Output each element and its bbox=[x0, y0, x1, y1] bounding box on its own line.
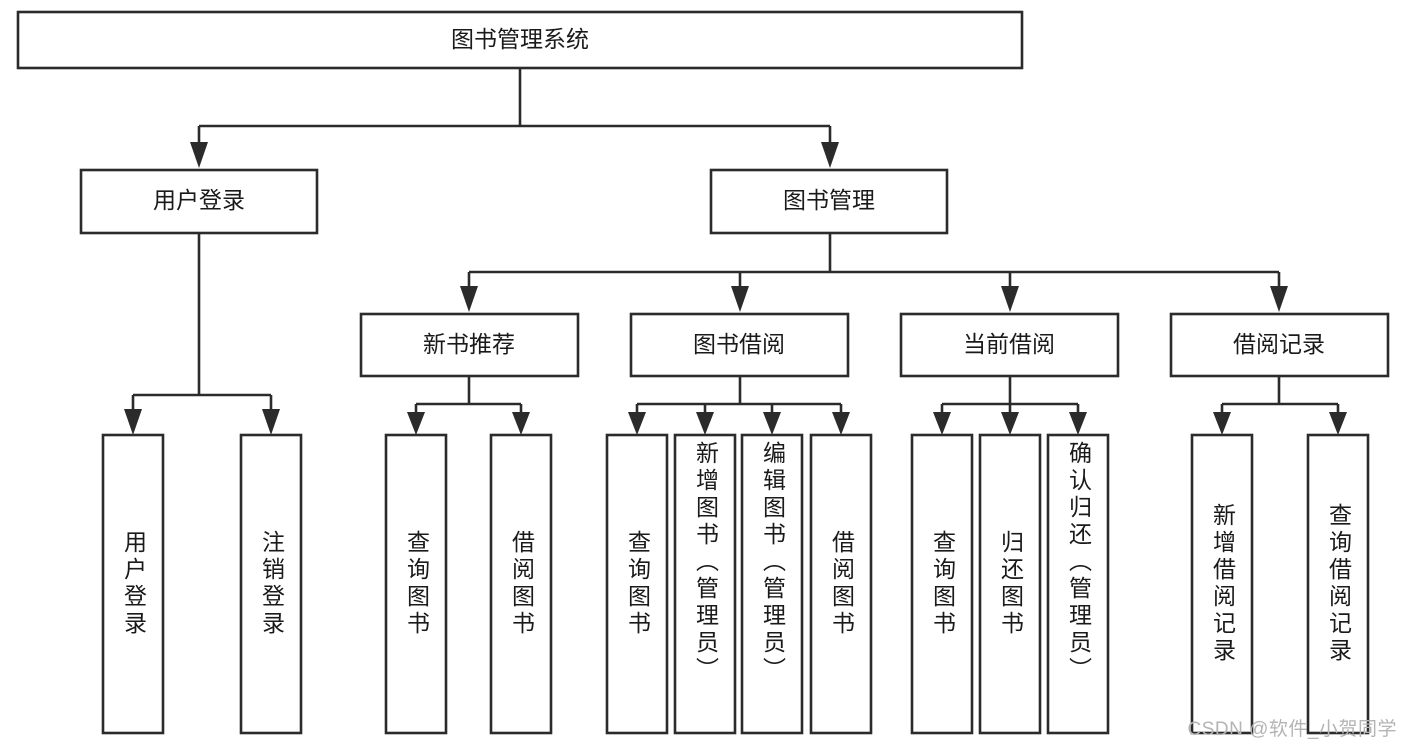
arrow-head-icon bbox=[731, 286, 749, 312]
connector-newbook-to-leaves bbox=[407, 376, 530, 435]
leaf-box-query-book-3[interactable] bbox=[910, 433, 974, 735]
leaf-box-query-borrow-record[interactable] bbox=[1306, 433, 1370, 735]
arrow-head-icon bbox=[1001, 286, 1019, 312]
arrow-head-icon bbox=[512, 412, 530, 435]
node-user-login[interactable]: 用户登录 bbox=[79, 168, 319, 235]
leaf-box-borrow-book-2[interactable] bbox=[809, 433, 873, 735]
arrow-head-icon bbox=[460, 286, 478, 312]
node-book-management[interactable]: 图书管理 bbox=[709, 168, 949, 235]
arrow-head-icon bbox=[763, 412, 781, 435]
node-root-label: 图书管理系统 bbox=[451, 26, 589, 52]
arrow-head-icon bbox=[407, 412, 425, 435]
leaf-box-query-book-2[interactable] bbox=[605, 433, 669, 735]
connector-bookborrow-to-leaves bbox=[628, 376, 850, 435]
connector-bookmgmt-to-level3 bbox=[460, 233, 1288, 312]
leaf-box-return-book[interactable] bbox=[978, 433, 1042, 735]
node-book-management-label: 图书管理 bbox=[783, 187, 875, 213]
arrow-head-icon bbox=[628, 412, 646, 435]
connector-borrowrecord-to-leaves bbox=[1213, 376, 1347, 435]
node-new-book-recommend-label: 新书推荐 bbox=[423, 331, 515, 357]
connector-root-to-level2 bbox=[190, 68, 839, 168]
node-root[interactable]: 图书管理系统 bbox=[16, 10, 1024, 70]
leaf-box-edit-book[interactable] bbox=[740, 433, 804, 735]
arrow-head-icon bbox=[1001, 412, 1019, 435]
arrow-head-icon bbox=[832, 412, 850, 435]
watermark-text: CSDN @软件_小贺同学 bbox=[1187, 719, 1397, 740]
arrow-head-icon bbox=[262, 409, 280, 435]
node-new-book-recommend[interactable]: 新书推荐 bbox=[359, 312, 580, 378]
arrow-head-icon bbox=[1069, 412, 1087, 435]
node-current-borrow[interactable]: 当前借阅 bbox=[899, 312, 1120, 378]
node-book-borrow-label: 图书借阅 bbox=[693, 331, 785, 357]
arrow-head-icon bbox=[1213, 412, 1231, 435]
leaf-box-logout-login[interactable] bbox=[239, 433, 303, 735]
leaf-box-add-book[interactable] bbox=[673, 433, 737, 735]
leaf-box-borrow-book-1[interactable] bbox=[489, 433, 553, 735]
leaf-box-query-book-1[interactable] bbox=[384, 433, 448, 735]
arrow-head-icon bbox=[696, 412, 714, 435]
node-current-borrow-label: 当前借阅 bbox=[963, 331, 1055, 357]
node-borrow-record-label: 借阅记录 bbox=[1233, 331, 1325, 357]
arrow-head-icon bbox=[821, 142, 839, 168]
connector-currentborrow-to-leaves bbox=[933, 376, 1087, 435]
arrow-head-icon bbox=[933, 412, 951, 435]
connector-userlogin-to-leaves bbox=[124, 233, 280, 435]
node-user-login-label: 用户登录 bbox=[153, 187, 245, 213]
node-borrow-record[interactable]: 借阅记录 bbox=[1169, 312, 1390, 378]
node-book-borrow[interactable]: 图书借阅 bbox=[629, 312, 850, 378]
arrow-head-icon bbox=[190, 142, 208, 168]
arrow-head-icon bbox=[124, 409, 142, 435]
leaf-box-user-login[interactable] bbox=[101, 433, 165, 735]
leaf-box-add-borrow-record[interactable] bbox=[1190, 433, 1254, 735]
leaf-box-confirm-return[interactable] bbox=[1046, 433, 1110, 735]
arrow-head-icon bbox=[1329, 412, 1347, 435]
arrow-head-icon bbox=[1270, 286, 1288, 312]
